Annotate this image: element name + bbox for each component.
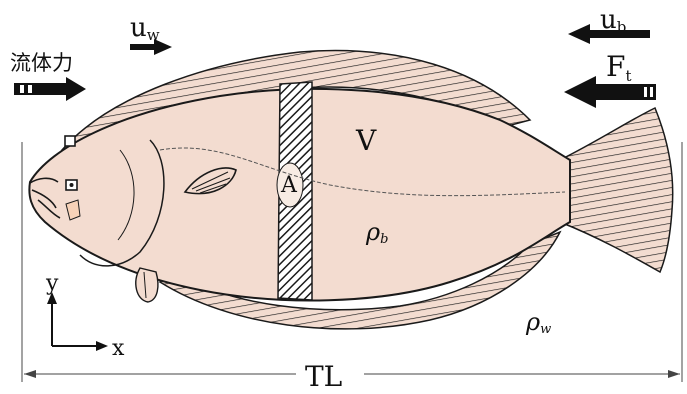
area-label: A bbox=[280, 173, 298, 198]
axis-y-label: y bbox=[45, 271, 59, 296]
tail-fin bbox=[560, 108, 673, 272]
axis-x-label: x bbox=[112, 336, 125, 361]
coordinate-axes: y x bbox=[45, 271, 125, 361]
rho-w-label: ρw bbox=[525, 308, 551, 337]
upper-eye-icon bbox=[65, 136, 75, 146]
uw-label: uw bbox=[130, 13, 160, 44]
ft-label: Ft bbox=[606, 50, 631, 85]
total-length-label: TL bbox=[305, 360, 342, 393]
volume-label: V bbox=[355, 124, 377, 157]
fluid-force-label: 流体力 bbox=[10, 51, 73, 75]
fluid-force-arrow-icon bbox=[14, 77, 86, 101]
total-length-dimension: TL bbox=[24, 360, 680, 393]
pelvic-fin bbox=[136, 268, 158, 302]
